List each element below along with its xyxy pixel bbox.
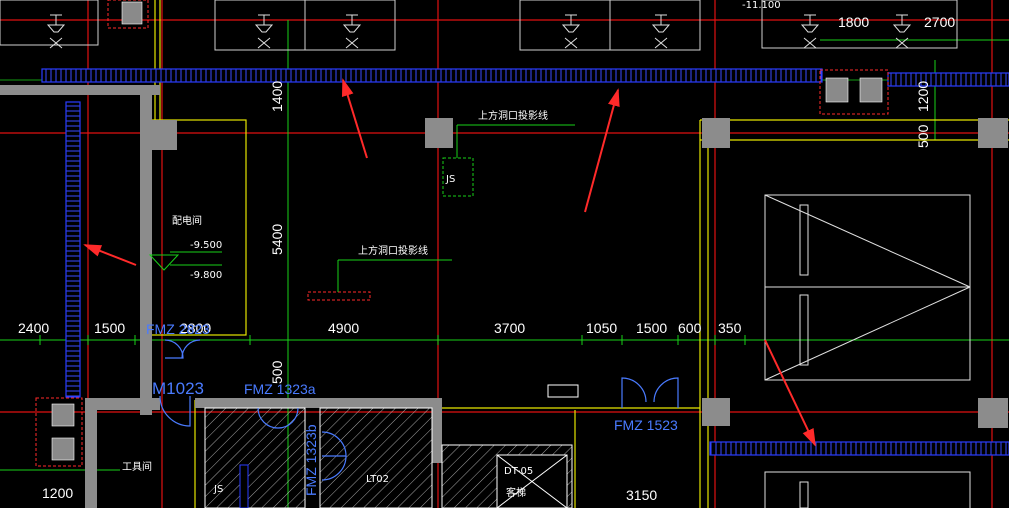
- dim-350: 350: [718, 320, 742, 336]
- dim-2400: 2400: [18, 320, 49, 336]
- right-equipment: [764, 194, 971, 508]
- dim-4900: 4900: [328, 320, 359, 336]
- sump-pits: [35, 0, 889, 467]
- dimension-texts: 2400 1500 2800 4900 3700 1050 1500 600 3…: [18, 14, 955, 503]
- elevation-label-1: -9.500: [190, 240, 222, 251]
- dim-3150: 3150: [626, 487, 657, 503]
- opening-label-1: 上方洞口投影线: [478, 109, 548, 122]
- valve-symbols: [46, 14, 912, 49]
- riser-js-box: [442, 157, 474, 197]
- dim-500: 500: [915, 124, 931, 148]
- dim-1050: 1050: [586, 320, 617, 336]
- dim-1200-bottom: 1200: [42, 485, 73, 501]
- room-label-power: 配电间: [172, 214, 202, 227]
- dim-1500b: 1500: [636, 320, 667, 336]
- dim-1200-top: 1200: [915, 81, 931, 112]
- doors: [159, 339, 679, 481]
- dt05-label: DT-05: [504, 466, 533, 477]
- annotation-arrows: [83, 78, 816, 447]
- dim-2800: 2800: [180, 320, 211, 336]
- upper-rooms: [0, 0, 958, 51]
- walls: [0, 85, 1008, 508]
- dim-600: 600: [678, 320, 702, 336]
- column-outlines: [145, 0, 1009, 508]
- door-label-fmz-1323a: FMZ 1323a: [244, 381, 316, 397]
- room-label-tool: 工具间: [122, 460, 152, 473]
- dim-1500: 1500: [94, 320, 125, 336]
- opening-label-2: 上方洞口投影线: [358, 244, 428, 257]
- dim-2700: 2700: [924, 14, 955, 30]
- lt02-label: LT02: [366, 474, 389, 485]
- elevation-marker-icon: [148, 254, 180, 271]
- dim-3700: 3700: [494, 320, 525, 336]
- shaft-symbol: [547, 384, 579, 398]
- elevation-label-2: -9.800: [190, 270, 222, 281]
- door-label-fmz-left: FMZ 2823: [146, 321, 210, 337]
- js-label: JS: [445, 174, 455, 185]
- door-label-fmz-1323b: FMZ 1323b: [303, 424, 319, 496]
- dim-500-vertical: 500: [269, 360, 285, 384]
- door-labels: FMZ 2823 M1023 FMZ 1323a FMZ 1323b FMZ 1…: [146, 321, 678, 496]
- js-label-2: JS: [213, 484, 223, 495]
- stair-shafts: [204, 407, 573, 508]
- door-label-m1023: M1023: [152, 379, 204, 398]
- sump-pumps: [51, 1, 883, 461]
- top-note-label: -11.100: [742, 0, 781, 11]
- guest-elevator-label: 客梯: [506, 486, 526, 499]
- dim-5400: 5400: [269, 224, 285, 255]
- door-label-fmz-1523: FMZ 1523: [614, 417, 678, 433]
- dim-1800: 1800: [838, 14, 869, 30]
- dim-1400: 1400: [269, 81, 285, 112]
- room-labels: 配电间 -9.500 -9.800 上方洞口投影线 上方洞口投影线 工具间 JS…: [122, 0, 781, 499]
